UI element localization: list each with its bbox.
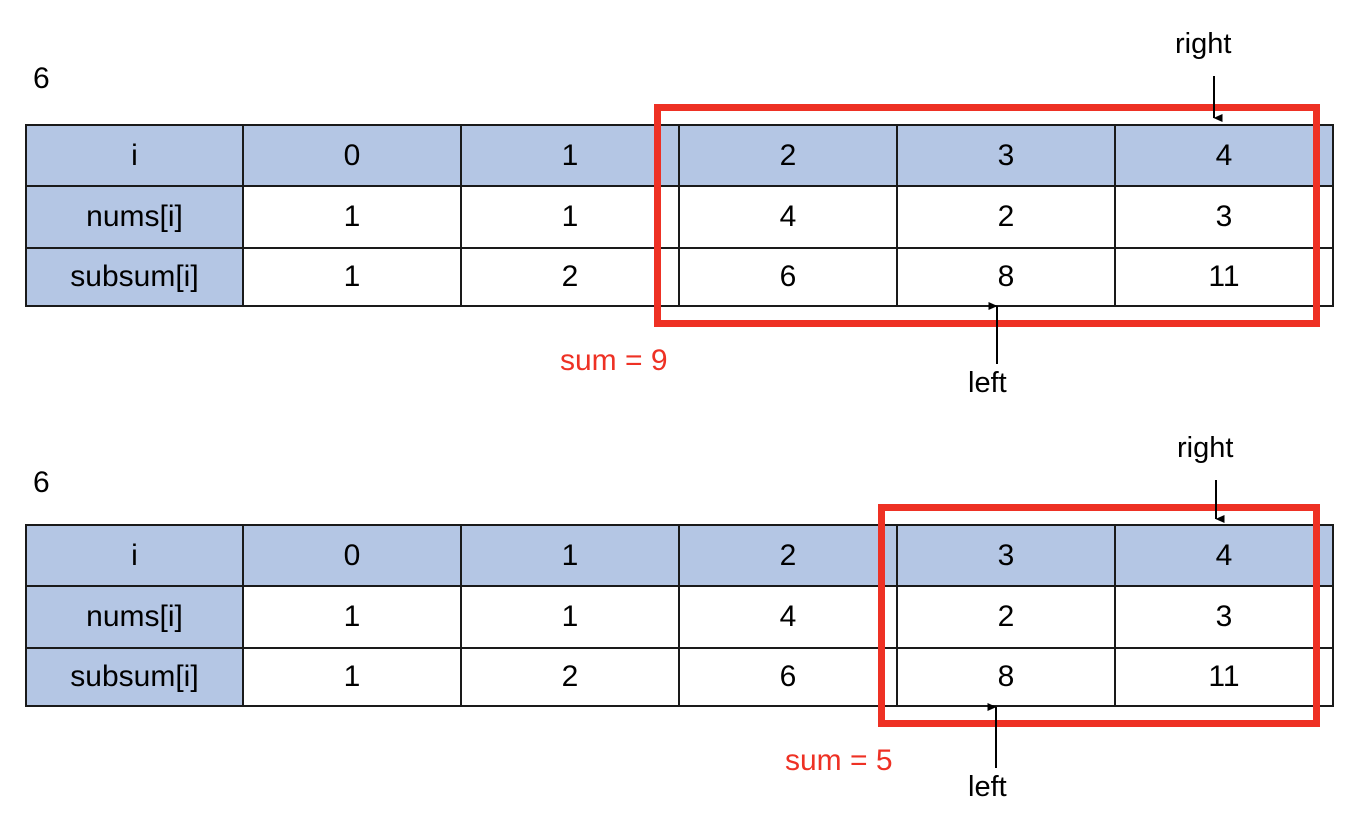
panel-2-subsum-c2: 6 — [678, 647, 898, 707]
panel-2-nums-c2: 4 — [678, 585, 898, 649]
panel-2-sum-text: sum = 5 — [785, 744, 893, 777]
panel-2-count-label: 6 — [33, 466, 50, 499]
panel-2-subsum-c4: 11 — [1114, 647, 1334, 707]
panel-1-nums-c1: 1 — [460, 185, 680, 249]
table-row: subsum[i] 1 2 6 8 11 — [25, 647, 1334, 707]
panel-2-nums-c1: 1 — [460, 585, 680, 649]
panel-1-header-c0: 0 — [242, 124, 462, 187]
panel-2-right-pointer-label: right — [1177, 432, 1234, 464]
panel-1-header-i: i — [25, 124, 244, 187]
table-row: subsum[i] 1 2 6 8 11 — [25, 247, 1334, 307]
panel-1-count-label: 6 — [33, 62, 50, 95]
panel-2-subsum-label: subsum[i] — [25, 647, 244, 707]
panel-1-table: i 0 1 2 3 4 nums[i] 1 1 4 2 3 subsum[i] … — [25, 124, 1334, 307]
panel-2-header-c3: 3 — [896, 524, 1116, 587]
panel-2-table: i 0 1 2 3 4 nums[i] 1 1 4 2 3 subsum[i] … — [25, 524, 1334, 707]
panel-1-nums-c4: 3 — [1114, 185, 1334, 249]
panel-1-right-pointer-label: right — [1175, 28, 1232, 60]
panel-1-nums-label: nums[i] — [25, 185, 244, 249]
panel-2-nums-label: nums[i] — [25, 585, 244, 649]
panel-2-header-c1: 1 — [460, 524, 680, 587]
panel-2-nums-c3: 2 — [896, 585, 1116, 649]
panel-1-subsum-c3: 8 — [896, 247, 1116, 307]
panel-1-header-c3: 3 — [896, 124, 1116, 187]
panel-2-nums-c0: 1 — [242, 585, 462, 649]
panel-2-left-pointer-label: left — [968, 771, 1007, 803]
panel-2-subsum-c1: 2 — [460, 647, 680, 707]
panel-1-header-c2: 2 — [678, 124, 898, 187]
panel-1-sum-text: sum = 9 — [560, 344, 668, 377]
panel-1-nums-c3: 2 — [896, 185, 1116, 249]
panel-1-header-c4: 4 — [1114, 124, 1334, 187]
panel-2-header-c4: 4 — [1114, 524, 1334, 587]
panel-1-subsum-label: subsum[i] — [25, 247, 244, 307]
panel-2-header-c0: 0 — [242, 524, 462, 587]
panel-2-subsum-c3: 8 — [896, 647, 1116, 707]
table-row: i 0 1 2 3 4 — [25, 124, 1334, 187]
panel-2-subsum-c0: 1 — [242, 647, 462, 707]
panel-1-left-pointer-label: left — [968, 367, 1007, 399]
panel-1-subsum-c0: 1 — [242, 247, 462, 307]
panel-2-header-c2: 2 — [678, 524, 898, 587]
table-row: nums[i] 1 1 4 2 3 — [25, 585, 1334, 649]
panel-1-nums-c2: 4 — [678, 185, 898, 249]
panel-1-subsum-c2: 6 — [678, 247, 898, 307]
panel-2-nums-c4: 3 — [1114, 585, 1334, 649]
panel-1-nums-c0: 1 — [242, 185, 462, 249]
panel-1-subsum-c4: 11 — [1114, 247, 1334, 307]
panel-2-header-i: i — [25, 524, 244, 587]
table-row: i 0 1 2 3 4 — [25, 524, 1334, 587]
panel-1-header-c1: 1 — [460, 124, 680, 187]
table-row: nums[i] 1 1 4 2 3 — [25, 185, 1334, 249]
panel-1-subsum-c1: 2 — [460, 247, 680, 307]
